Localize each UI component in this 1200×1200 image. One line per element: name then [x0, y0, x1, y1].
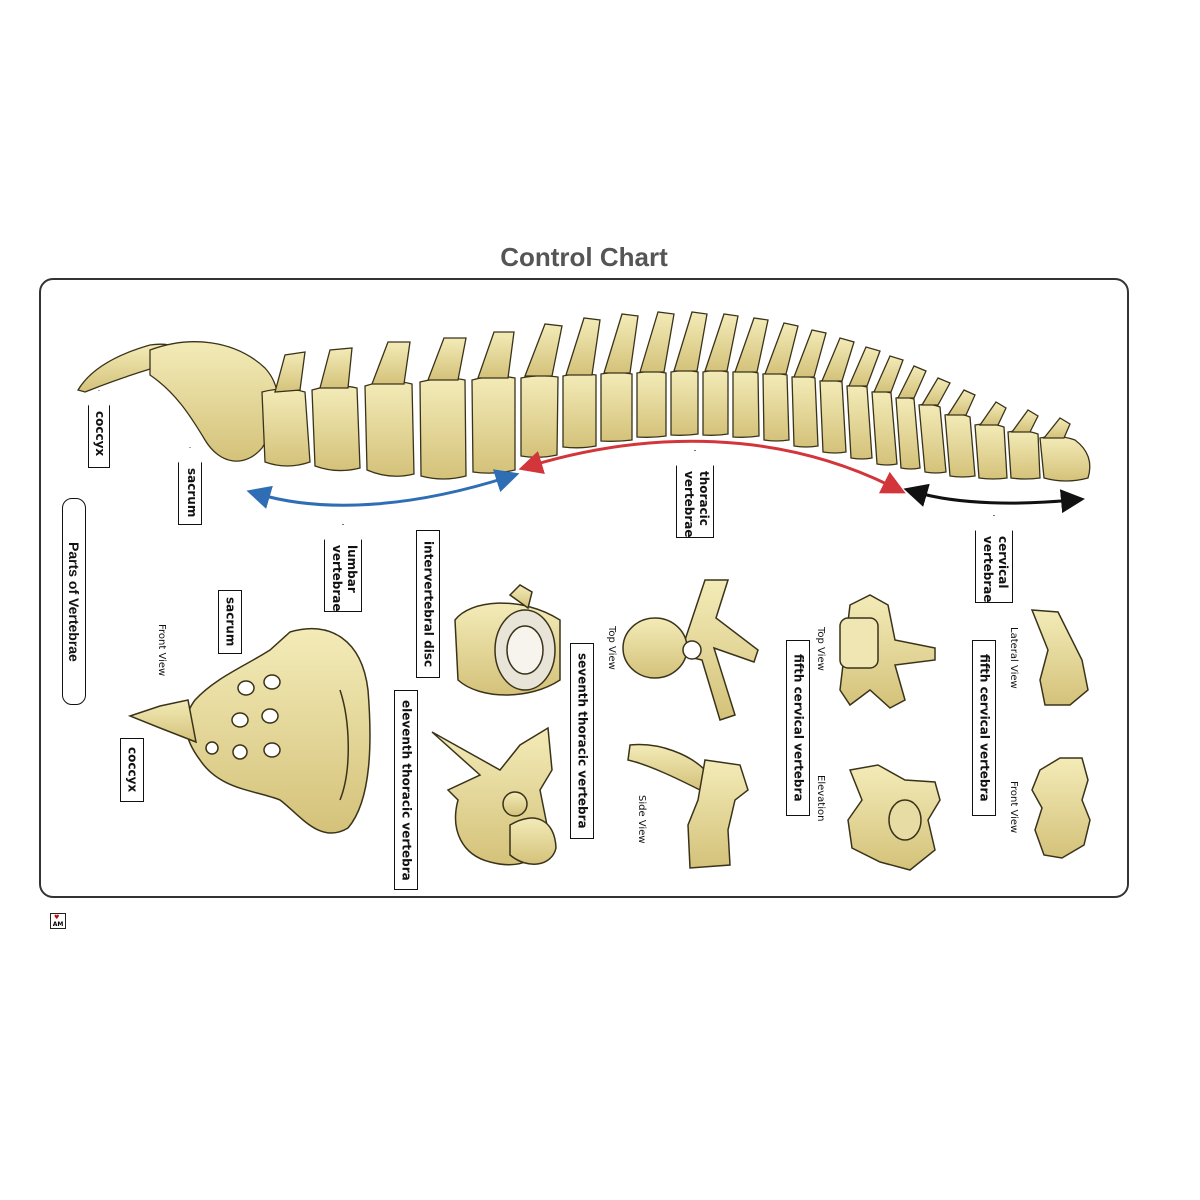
chart-title: Control Chart: [500, 242, 668, 272]
heart-icon: ♥: [54, 914, 60, 921]
sacrum-front-view: [127, 627, 371, 834]
fifth-cervical-top-illustration: [839, 594, 936, 709]
label-thoracic-vertebrae: thoracic vertebrae: [676, 450, 714, 538]
intervertebral-disc-illustration: [454, 584, 561, 696]
label-fifth-cervical-a: fifth cervical vertebra: [786, 640, 810, 816]
spine-illustration: [77, 311, 1091, 482]
spine-processes: [274, 311, 1071, 439]
caption-front-view-sacrum: Front View: [156, 624, 167, 677]
fifth-cervical-elevation-illustration: [847, 764, 941, 871]
publisher-logo: ♥ AM: [50, 913, 66, 929]
eleventh-thoracic-illustration: [431, 726, 557, 866]
lumbar-range-arrow: [246, 469, 520, 509]
spine-sacrum: [149, 341, 279, 462]
cervical-range-arrow: [903, 483, 1085, 514]
label-seventh-thoracic: seventh thoracic vertebra: [570, 643, 594, 839]
section-title-parts-of-vertebrae: Parts of Vertebrae: [62, 498, 86, 705]
caption-top-view-cervical: Top View: [815, 627, 826, 671]
label-sacrum: sacrum: [178, 447, 202, 525]
fifth-cervical-front-illustration: [1031, 757, 1091, 859]
caption-front-view-right: Front View: [1008, 781, 1019, 834]
label-sacrum-part: sacrum: [218, 590, 242, 654]
label-eleventh-thoracic: eleventh thoracic vertebra: [394, 690, 418, 890]
seventh-thoracic-top-illustration: [622, 579, 759, 721]
label-cervical-vertebrae: cervical vertebrae: [975, 515, 1013, 603]
fifth-cervical-lateral-illustration: [1030, 609, 1089, 706]
caption-elevation-cervical: Elevation: [815, 775, 826, 822]
spine-bodies: [261, 369, 1091, 482]
caption-side-view-thoracic: Side View: [636, 795, 647, 844]
label-coccyx-part: coccyx: [120, 738, 144, 802]
seventh-thoracic-side-illustration: [627, 743, 749, 869]
label-lumbar-vertebrae: lumbar vertebrae: [324, 524, 362, 612]
label-intervertebral-disc: intervertebral disc: [416, 530, 440, 678]
thoracic-range-arrow: [518, 439, 906, 494]
caption-top-view-thoracic: Top View: [606, 626, 617, 670]
caption-lateral-view: Lateral View: [1008, 627, 1019, 689]
label-coccyx: coccyx: [88, 390, 110, 468]
label-fifth-cervical-b: fifth cervical vertebra: [972, 640, 996, 816]
logo-text: AM: [52, 921, 64, 928]
